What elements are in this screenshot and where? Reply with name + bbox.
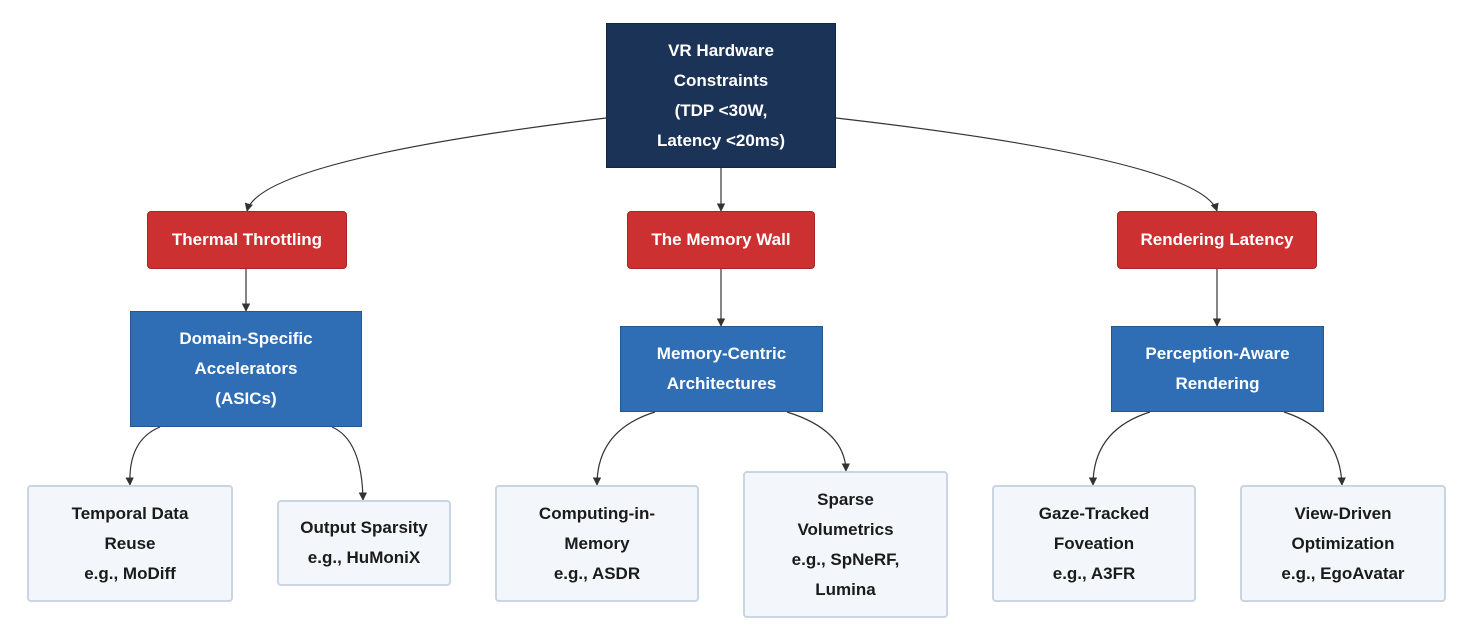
example-node-label: Gaze-Tracked Foveation e.g., A3FR xyxy=(1038,503,1150,583)
problem-node-label: The Memory Wall xyxy=(651,230,791,249)
root-node-vr-hardware-constraints: VR Hardware Constraints (TDP <30W, Laten… xyxy=(606,23,836,168)
solution-node-label: Memory-Centric Architectures xyxy=(656,344,787,393)
solution-node-label: Domain-Specific Accelerators (ASICs) xyxy=(179,329,313,408)
edge-root-to-rendering-latency xyxy=(835,117,1219,212)
example-node-sparse-volumetrics: Sparse Volumetrics e.g., SpNeRF, Lumina xyxy=(743,471,948,618)
problem-node-thermal-throttling: Thermal Throttling xyxy=(147,211,347,269)
edge-accelerators-to-temporal xyxy=(125,426,161,486)
example-node-gaze-tracked-foveation: Gaze-Tracked Foveation e.g., A3FR xyxy=(992,485,1196,602)
example-node-label: Sparse Volumetrics e.g., SpNeRF, Lumina xyxy=(791,489,900,599)
problem-node-label: Rendering Latency xyxy=(1140,230,1294,249)
edge-accelerators-to-output-sparsity xyxy=(331,426,368,501)
solution-node-perception-aware-rendering: Perception-Aware Rendering xyxy=(1111,326,1324,412)
example-node-label: Output Sparsity e.g., HuMoniX xyxy=(300,518,428,567)
example-node-temporal-data-reuse: Temporal Data Reuse e.g., MoDiff xyxy=(27,485,233,602)
edge-perception-to-view-driven xyxy=(1283,411,1346,486)
edge-root-to-thermal-throttling xyxy=(244,117,607,212)
example-node-output-sparsity: Output Sparsity e.g., HuMoniX xyxy=(277,500,451,586)
example-node-label: Temporal Data Reuse e.g., MoDiff xyxy=(71,503,189,583)
edge-memory-centric-to-sparse xyxy=(786,411,851,472)
example-node-label: View-Driven Optimization e.g., EgoAvatar xyxy=(1281,503,1405,583)
example-node-label: Computing-in- Memory e.g., ASDR xyxy=(538,503,656,583)
problem-node-memory-wall: The Memory Wall xyxy=(627,211,815,269)
solution-node-label: Perception-Aware Rendering xyxy=(1145,344,1290,393)
solution-node-domain-specific-accelerators: Domain-Specific Accelerators (ASICs) xyxy=(130,311,362,427)
edge-memory-centric-to-cim xyxy=(592,411,656,486)
example-node-computing-in-memory: Computing-in- Memory e.g., ASDR xyxy=(495,485,699,602)
edge-perception-to-gaze xyxy=(1088,411,1151,486)
solution-node-memory-centric-architectures: Memory-Centric Architectures xyxy=(620,326,823,412)
example-node-view-driven-optimization: View-Driven Optimization e.g., EgoAvatar xyxy=(1240,485,1446,602)
problem-node-rendering-latency: Rendering Latency xyxy=(1117,211,1317,269)
root-node-label: VR Hardware Constraints (TDP <30W, Laten… xyxy=(656,40,786,150)
problem-node-label: Thermal Throttling xyxy=(171,230,323,249)
